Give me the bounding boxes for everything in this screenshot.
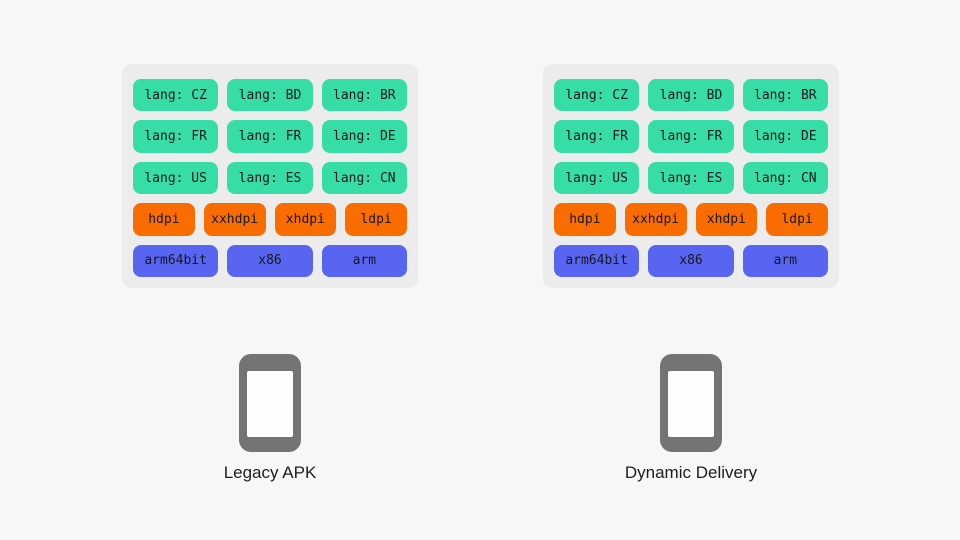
density-chip: xxhdpi xyxy=(624,203,687,236)
language-chip-row: lang: CZ lang: BD lang: BR xyxy=(554,79,828,112)
density-chip: ldpi xyxy=(766,203,828,236)
language-chip-row: lang: US lang: ES lang: CN xyxy=(133,161,407,195)
language-chip: lang: FR xyxy=(133,120,219,153)
language-chip: lang: BR xyxy=(742,79,828,112)
architecture-chip: x86 xyxy=(227,244,313,278)
language-chip: lang: FR xyxy=(227,120,313,153)
architecture-chip: x86 xyxy=(648,244,734,278)
language-chip: lang: ES xyxy=(648,161,734,195)
language-chip-row: lang: FR lang: FR lang: DE xyxy=(133,120,407,153)
density-chip: hdpi xyxy=(133,203,195,236)
density-chip-row: hdpi xxhdpi xhdpi ldpi xyxy=(133,203,407,236)
density-chip: hdpi xyxy=(554,203,616,236)
legacy-apk-panel: lang: CZ lang: BD lang: BR lang: FR lang… xyxy=(122,64,418,288)
column-label-legacy-apk: Legacy APK xyxy=(223,463,317,482)
density-chip: xxhdpi xyxy=(203,203,266,236)
language-chip: lang: CN xyxy=(321,161,407,195)
language-chip: lang: BR xyxy=(321,79,407,112)
column-legacy-apk: lang: CZ lang: BD lang: BR lang: FR lang… xyxy=(122,64,418,540)
phone-screen xyxy=(668,371,714,437)
phone-screen xyxy=(247,371,293,437)
language-chip-row: lang: CZ lang: BD lang: BR xyxy=(133,79,407,112)
language-chip: lang: BD xyxy=(648,79,734,112)
architecture-chip: arm64bit xyxy=(554,244,640,278)
architecture-chip: arm xyxy=(321,244,407,278)
dynamic-delivery-panel: lang: CZ lang: BD lang: BR lang: FR lang… xyxy=(543,64,839,288)
density-chip-row: hdpi xxhdpi xhdpi ldpi xyxy=(554,203,828,236)
language-chip: lang: FR xyxy=(554,120,640,153)
density-chip: ldpi xyxy=(345,203,407,236)
language-chip: lang: FR xyxy=(648,120,734,153)
language-chip-row: lang: FR lang: FR lang: DE xyxy=(554,120,828,153)
density-chip: xhdpi xyxy=(695,203,758,236)
phone-icon xyxy=(239,354,301,452)
language-chip: lang: US xyxy=(554,161,640,195)
column-label-dynamic-delivery: Dynamic Delivery xyxy=(624,463,758,482)
language-chip: lang: CZ xyxy=(554,79,640,112)
column-dynamic-delivery: lang: CZ lang: BD lang: BR lang: FR lang… xyxy=(543,64,839,540)
architecture-chip-row: arm64bit x86 arm xyxy=(133,244,407,278)
language-chip: lang: BD xyxy=(227,79,313,112)
language-chip: lang: DE xyxy=(742,120,828,153)
language-chip-row: lang: US lang: ES lang: CN xyxy=(554,161,828,195)
language-chip: lang: US xyxy=(133,161,219,195)
language-chip: lang: CZ xyxy=(133,79,219,112)
language-chip: lang: CN xyxy=(742,161,828,195)
density-chip: xhdpi xyxy=(274,203,337,236)
architecture-chip-row: arm64bit x86 arm xyxy=(554,244,828,278)
phone-icon xyxy=(660,354,722,452)
language-chip: lang: ES xyxy=(227,161,313,195)
architecture-chip: arm xyxy=(742,244,828,278)
architecture-chip: arm64bit xyxy=(133,244,219,278)
language-chip: lang: DE xyxy=(321,120,407,153)
